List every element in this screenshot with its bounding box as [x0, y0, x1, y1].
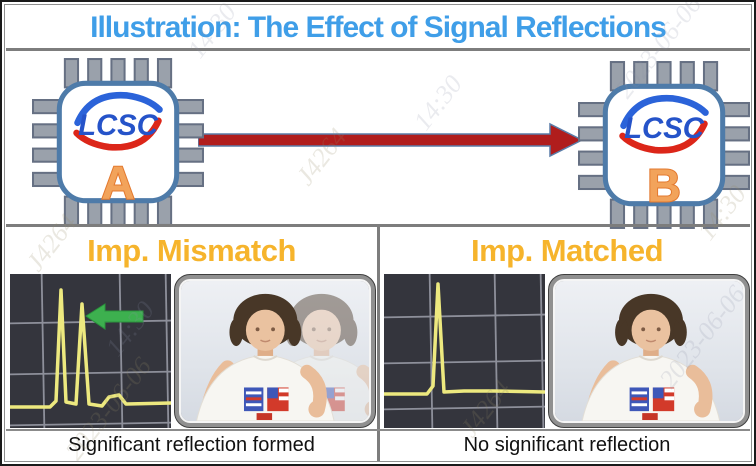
- oscilloscope-matched: [379, 268, 550, 433]
- header-impedance-matched: Imp. Matched: [470, 233, 664, 268]
- ghosted-photo: [181, 281, 369, 421]
- chip-a-body: [56, 80, 180, 204]
- divider-below-title: [6, 48, 750, 51]
- lcsc-logo-swoosh-blue: [620, 94, 709, 130]
- oscilloscope-mismatch: [5, 268, 177, 433]
- photo-matched-frame: [548, 274, 750, 428]
- photo-mismatch: [179, 279, 371, 423]
- chip-a: LCSC A: [32, 58, 204, 226]
- scope-trace-clean: [382, 282, 548, 396]
- header-impedance-mismatch: Imp. Mismatch: [87, 233, 296, 268]
- oscilloscope-mismatch-screen: [5, 268, 177, 433]
- lcsc-logo-swoosh-red: [73, 117, 162, 151]
- caption-matched: No significant reflection: [463, 434, 671, 456]
- chip-b-label: B: [647, 160, 681, 212]
- lcsc-logo-swoosh-blue: [74, 91, 163, 127]
- signal-arrow: [198, 122, 584, 158]
- page-title: Illustration: The Effect of Signal Refle…: [90, 11, 667, 44]
- scope-trace-reflected: [8, 288, 174, 409]
- chip-b-pins: [578, 61, 750, 229]
- column-divider: [377, 224, 380, 462]
- divider-above-captions: [6, 429, 750, 431]
- chip-a-pins: [32, 58, 204, 226]
- lcsc-logo-text: LCSC: [78, 109, 159, 142]
- chip-a-label: A: [101, 157, 135, 209]
- oscilloscope-matched-screen: [379, 268, 550, 433]
- photo-mismatch-frame: [174, 274, 376, 428]
- chip-b: LCSC B: [578, 61, 750, 229]
- reflection-marker-arrow-icon: [85, 303, 144, 330]
- photo-matched: [553, 279, 745, 423]
- scope-grid: [379, 268, 550, 433]
- clean-photo: [555, 281, 743, 421]
- lcsc-logo-swoosh-red: [619, 120, 708, 154]
- chip-b-body: [602, 83, 726, 207]
- caption-mismatch: Significant reflection formed: [68, 434, 315, 456]
- signal-arrow-shape: [198, 122, 584, 158]
- lcsc-logo-text: LCSC: [624, 112, 705, 145]
